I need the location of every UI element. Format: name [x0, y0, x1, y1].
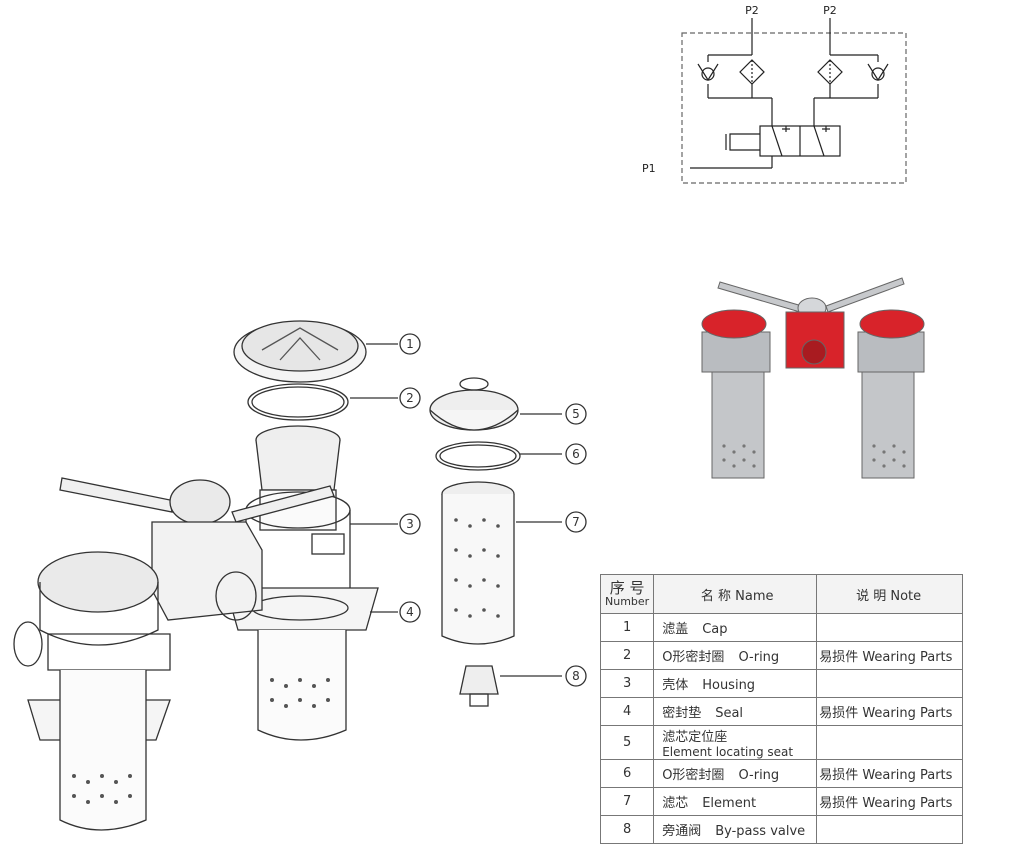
table-row: 6 O形密封圈 O-ring 易损件 Wearing Parts — [599, 759, 963, 788]
table-row: 2 O形密封圈 O-ring 易损件 Wearing Parts — [599, 641, 963, 670]
row-number: 8 — [599, 815, 655, 844]
row-name: 旁通阀 By-pass valve — [653, 815, 818, 844]
row-note: 易损件 Wearing Parts — [816, 641, 963, 670]
header-number-cn: 序 号 — [609, 579, 645, 597]
port-label-p1: P1 — [642, 162, 656, 175]
row-name: 密封垫 Seal — [653, 697, 818, 726]
callout-7: 7 — [572, 515, 580, 529]
header-number: 序 号 Number — [599, 574, 655, 614]
row-note: 易损件 Wearing Parts — [816, 787, 963, 816]
table-row: 4 密封垫 Seal 易损件 Wearing Parts — [599, 697, 963, 726]
row-note — [816, 669, 963, 698]
name-cn: 滤盖 — [662, 622, 689, 637]
parts-table: 序 号 Number 名 称 Name 说 明 Note 1 滤盖 Cap 2 O… — [599, 574, 963, 844]
port-label-p2-right: P2 — [823, 4, 837, 17]
row-name: O形密封圈 O-ring — [653, 759, 818, 788]
name-cn: 旁通阀 — [662, 824, 702, 839]
name-cn: O形密封圈 — [662, 650, 725, 665]
hydraulic-schematic: P2 P2 P1 — [642, 4, 907, 184]
row-number: 4 — [599, 697, 655, 726]
exploded-view-drawing: 1 2 3 4 5 6 7 8 — [13, 320, 587, 831]
name-cn: 滤芯定位座 — [662, 730, 728, 745]
row-number: 1 — [599, 613, 655, 642]
table-row: 8 旁通阀 By-pass valve — [599, 815, 963, 844]
row-number: 5 — [599, 725, 655, 760]
row-name: 滤芯 Element — [653, 787, 818, 816]
row-note — [816, 725, 963, 760]
name-en: Cap — [702, 622, 728, 637]
name-en: O-ring — [738, 768, 780, 783]
callout-2: 2 — [406, 391, 414, 405]
name-cn: 滤芯 — [662, 796, 689, 811]
row-note: 易损件 Wearing Parts — [816, 697, 963, 726]
row-number: 6 — [599, 759, 655, 788]
callout-4: 4 — [406, 605, 414, 619]
name-cn: 密封垫 — [662, 706, 702, 721]
header-number-en: Number — [605, 595, 650, 608]
table-row: 1 滤盖 Cap — [599, 613, 963, 642]
row-note — [816, 815, 963, 844]
row-name: O形密封圈 O-ring — [653, 641, 818, 670]
header-note: 说 明 Note — [816, 574, 963, 614]
row-number: 7 — [599, 787, 655, 816]
name-en: O-ring — [738, 650, 780, 665]
table-header-row: 序 号 Number 名 称 Name 说 明 Note — [599, 574, 963, 614]
row-number: 3 — [599, 669, 655, 698]
name-en: Seal — [715, 706, 744, 721]
row-number: 2 — [599, 641, 655, 670]
name-en: Housing — [702, 678, 756, 693]
row-note: 易损件 Wearing Parts — [816, 759, 963, 788]
table-row: 3 壳体 Housing — [599, 669, 963, 698]
name-en: By-pass valve — [715, 824, 806, 839]
callout-6: 6 — [572, 447, 580, 461]
name-en: Element — [702, 796, 757, 811]
callout-8: 8 — [572, 669, 580, 683]
product-photo — [701, 277, 925, 479]
name-cn: O形密封圈 — [662, 768, 725, 783]
name-cn: 壳体 — [662, 678, 689, 693]
row-name: 壳体 Housing — [653, 669, 818, 698]
callout-3: 3 — [406, 517, 414, 531]
row-note — [816, 613, 963, 642]
name-en: Element locating seat — [662, 745, 794, 759]
header-name: 名 称 Name — [653, 574, 818, 614]
row-name: 滤盖 Cap — [653, 613, 818, 642]
callout-1: 1 — [406, 337, 414, 351]
callout-5: 5 — [572, 407, 580, 421]
port-label-p2-left: P2 — [745, 4, 759, 17]
table-row: 7 滤芯 Element 易损件 Wearing Parts — [599, 787, 963, 816]
